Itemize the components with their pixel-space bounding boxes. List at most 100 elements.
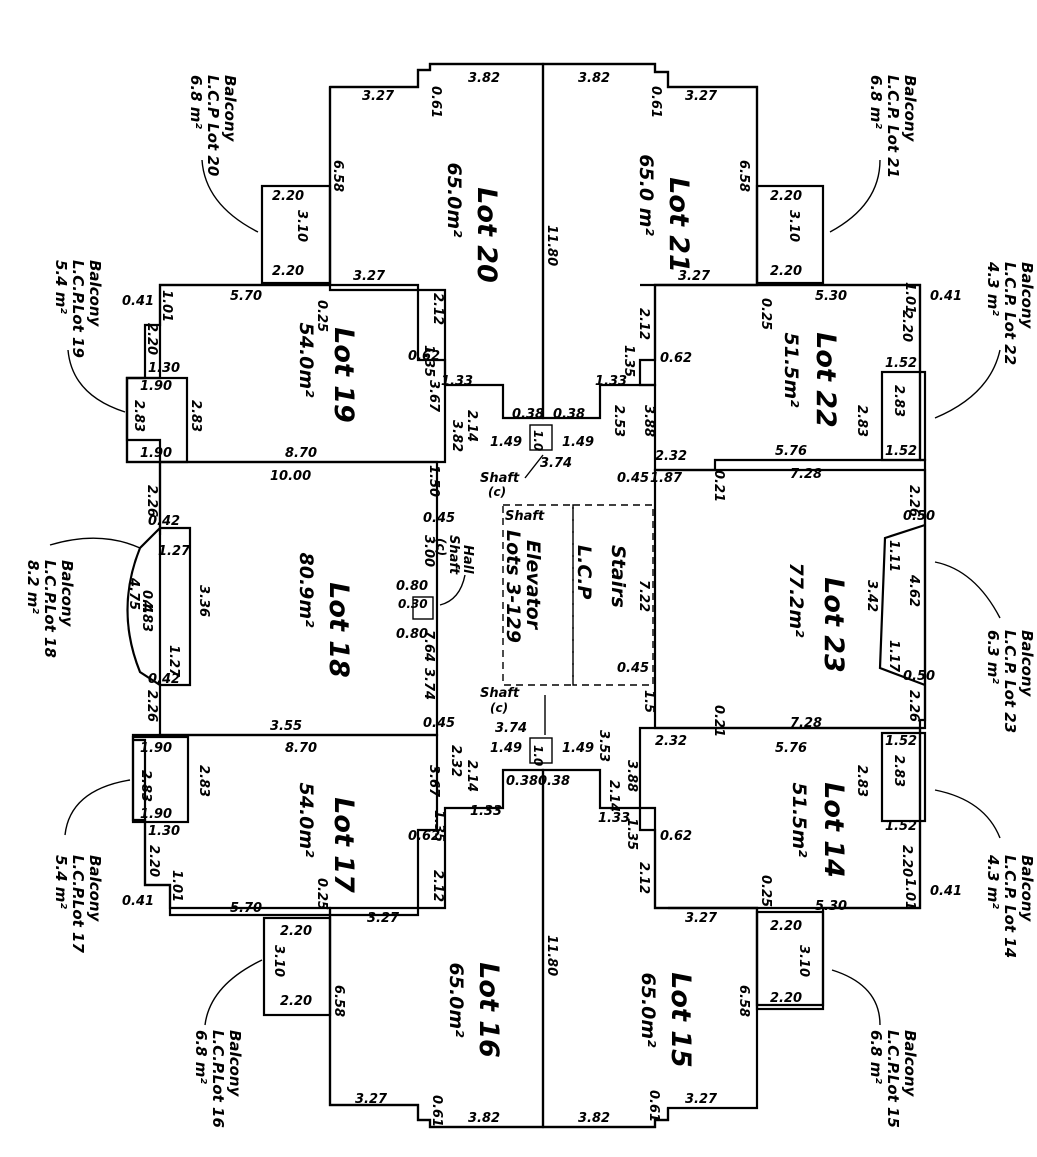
lot-18-area: 80.9m²: [295, 553, 317, 629]
dim-label: 0.42: [148, 672, 180, 687]
dim-label: 1.35: [621, 345, 636, 377]
dim-label: 1.0: [531, 745, 545, 766]
dim-label: 3.88: [641, 405, 656, 437]
dim-label: 1.01: [159, 290, 174, 322]
svg-text:Balcony: Balcony: [901, 1030, 919, 1098]
shaft-bottom-label: Shaft: [480, 686, 520, 701]
balcony-label-18: Balcony L.C.P.Lot 18 8.2 m²: [24, 560, 76, 658]
lot-19-name: Lot 19: [328, 327, 359, 423]
elevator-outline: [502, 504, 574, 686]
svg-text:6.3 m²: 6.3 m²: [984, 630, 1002, 684]
shaft-mid: [412, 596, 434, 620]
svg-text:6.8 m²: 6.8 m²: [192, 1030, 210, 1084]
dim-label: 3.74: [540, 456, 572, 471]
dim-label: 1.01: [902, 878, 917, 910]
dim-label: 2.20: [899, 310, 914, 342]
dim-label: 1.90: [140, 446, 172, 461]
dim-label: 6.58: [736, 985, 751, 1017]
svg-text:6.8 m²: 6.8 m²: [867, 1030, 885, 1084]
dim-label: 1.52: [885, 819, 917, 834]
svg-text:L.C.P.Lot 18: L.C.P.Lot 18: [41, 560, 59, 658]
hall-label: Hall: [460, 545, 475, 574]
svg-text:Balcony: Balcony: [1018, 855, 1036, 923]
shaft-top: [529, 424, 553, 451]
dim-label: 2.32: [448, 745, 463, 777]
dim-label: 2.14: [464, 760, 479, 792]
svg-text:4.3 m²: 4.3 m²: [984, 261, 1002, 316]
lot-21-name: Lot 21: [663, 177, 694, 273]
dim-label: 1.30: [148, 361, 180, 376]
dim-label: 8.70: [285, 741, 317, 756]
lot-15-area: 65.0m²: [637, 973, 659, 1049]
svg-text:L.C.P.Lot 19: L.C.P.Lot 19: [69, 260, 87, 358]
dim-label: 2.20: [144, 323, 159, 355]
lot-16-name: Lot 16: [473, 962, 504, 1058]
svg-text:8.2 m²: 8.2 m²: [24, 560, 42, 614]
dim-label: 2.26: [906, 485, 921, 517]
dim-label: 2.83: [891, 385, 906, 417]
dim-label: 0.50: [903, 669, 935, 684]
svg-text:4.3 m²: 4.3 m²: [984, 854, 1002, 909]
dim-label: 2.83: [854, 405, 869, 437]
balcony-label-21: Balcony L.C.P. Lot 21 6.8 m²: [867, 75, 919, 178]
shaft-mid-label: Shaft: [446, 535, 461, 575]
dim-label: 1.01: [902, 282, 917, 314]
dim-label: 5.70: [230, 289, 262, 304]
svg-text:L.C.P.Lot 15: L.C.P.Lot 15: [884, 1030, 902, 1128]
dim-label: 0.25: [758, 298, 773, 330]
lot-17-balcony: [131, 735, 190, 824]
dim-label: 2.14: [464, 410, 479, 442]
dim-label: 2.83: [854, 765, 869, 797]
dim-label: 0.38: [538, 774, 570, 789]
leader-line: [67, 349, 126, 413]
dim-label: 0.62: [408, 829, 440, 844]
dim-label: 5.76: [775, 741, 807, 756]
lot-15-balcony: [755, 910, 825, 1011]
dim-label: 3.53: [596, 730, 611, 762]
lot-20-name: Lot 20: [471, 187, 502, 283]
dim-label: 2.12: [636, 308, 651, 340]
dim-label: 0.25: [314, 878, 329, 910]
dim-label: 0.38: [506, 774, 538, 789]
svg-text:L.C.P. Lot 21: L.C.P. Lot 21: [884, 75, 902, 178]
lot-23-outline: [653, 468, 927, 730]
lot-22-outline: [638, 283, 922, 472]
dimension-labels: 3.82 3.82 0.61 0.61 3.27 3.27 6.58 6.58 …: [122, 71, 962, 1127]
dim-label: 1.90: [140, 741, 172, 756]
leader-line: [934, 789, 1001, 839]
dim-label: 1.49: [562, 435, 594, 450]
dim-label: 2.83: [131, 400, 146, 432]
dim-label: 0.41: [122, 294, 154, 309]
dim-label: 0.62: [660, 351, 692, 366]
dim-label: 2.12: [636, 862, 651, 894]
dim-label: 2.12: [430, 293, 445, 325]
svg-text:6.8 m²: 6.8 m²: [867, 75, 885, 129]
svg-text:L.C.P. Lot 22: L.C.P. Lot 22: [1001, 262, 1019, 365]
dim-label: 4.83: [139, 599, 154, 632]
balcony-label-14: Balcony L.C.P. Lot 14 4.3 m²: [984, 854, 1036, 958]
stairs-outline: [572, 504, 654, 686]
lot-outlines: [125, 62, 927, 1129]
dim-label: 1.90: [140, 807, 172, 822]
dim-label: 0.61: [428, 86, 443, 118]
dim-label: 0.62: [660, 829, 692, 844]
dim-label: 2.20: [272, 189, 304, 204]
dim-label: 2.20: [280, 924, 312, 939]
dim-label: 1.35: [624, 818, 639, 850]
svg-text:L.C.P. Lot 14: L.C.P. Lot 14: [1001, 855, 1019, 958]
balcony-label-15: Balcony L.C.P.Lot 15 6.8 m²: [867, 1030, 919, 1128]
dim-label: 1.0: [531, 430, 545, 451]
dim-label: 3.82: [468, 71, 500, 86]
dim-label: 3.10: [796, 945, 811, 977]
dim-label: 1.33: [595, 374, 627, 389]
svg-text:L.C.P Lot 20: L.C.P Lot 20: [204, 75, 222, 176]
dim-label: 2.14: [606, 780, 621, 812]
svg-text:Balcony: Balcony: [86, 855, 104, 923]
lot-14-name: Lot 14: [818, 782, 849, 878]
lcp-label: L.C.P: [573, 545, 595, 599]
dim-label: 0.61: [646, 1090, 661, 1122]
lot-23-balcony: [878, 523, 926, 687]
dim-label: 3.27: [353, 269, 386, 284]
dim-label: 3.27: [367, 911, 400, 926]
dim-label: 2.20: [280, 994, 312, 1009]
